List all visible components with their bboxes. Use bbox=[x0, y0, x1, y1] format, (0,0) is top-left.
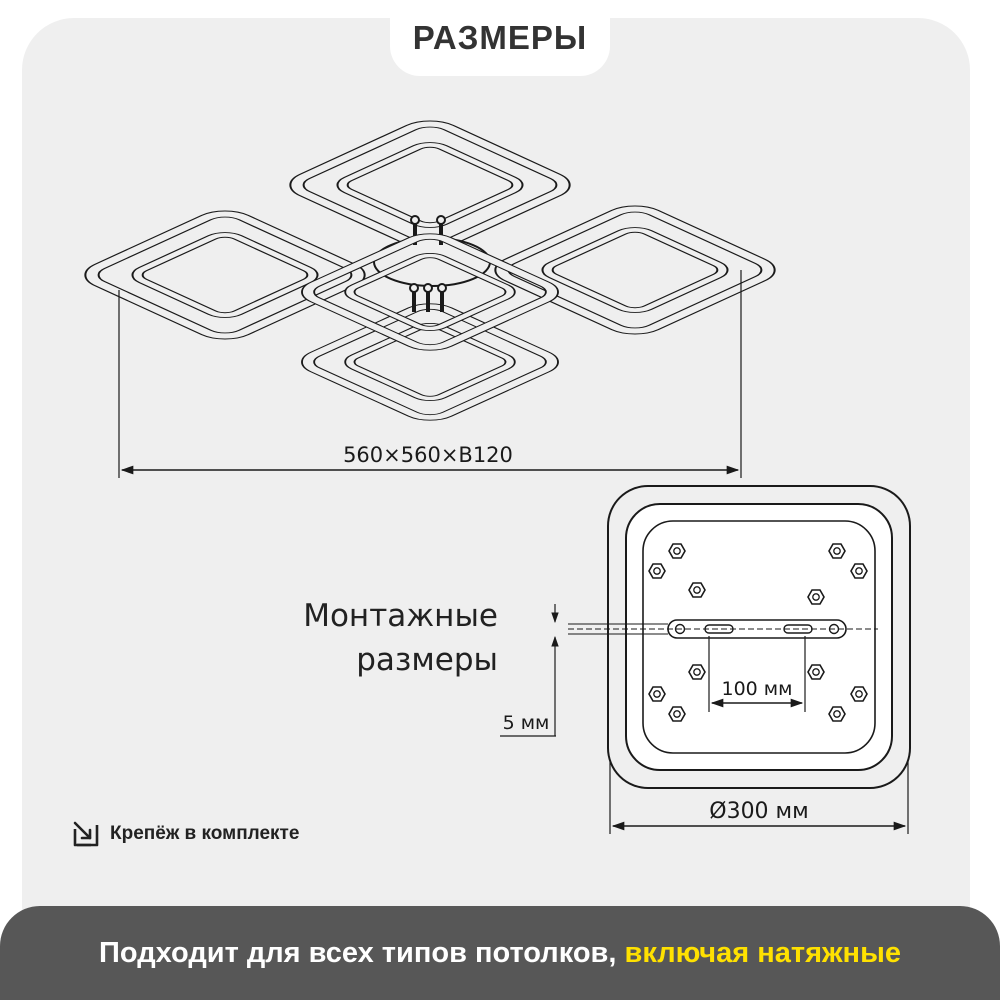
mount-dimensions-label: Монтажные размеры bbox=[260, 594, 498, 682]
footer-banner: Подходит для всех типов потолков, включа… bbox=[0, 906, 1000, 1000]
header-tab: РАЗМЕРЫ bbox=[390, 0, 610, 76]
base-diameter-dimension: Ø300 мм bbox=[609, 760, 909, 834]
overall-dimension-label: 560×560×В120 bbox=[343, 443, 513, 467]
chandelier-center-pins bbox=[409, 283, 447, 312]
base-diameter-label: Ø300 мм bbox=[709, 799, 809, 824]
footer-text-main: Подходит для всех типов потолков, bbox=[99, 936, 617, 969]
footer-text-highlight: включая натяжные bbox=[624, 936, 901, 969]
mount-label-line1: Монтажные bbox=[303, 598, 498, 634]
mount-spacing-label: 100 мм bbox=[722, 678, 793, 700]
mount-spacing-dimension: 100 мм bbox=[708, 636, 806, 712]
mount-offset-dimension: 5 мм bbox=[500, 604, 559, 737]
kit-note-text: Крепёж в комплекте bbox=[110, 823, 300, 844]
mount-label-line2: размеры bbox=[356, 642, 498, 678]
overall-dimension: 560×560×В120 bbox=[118, 270, 742, 478]
chandelier-frame-right bbox=[491, 204, 779, 336]
mount-offset-label: 5 мм bbox=[503, 712, 550, 734]
kit-note: Крепёж в комплекте bbox=[72, 820, 299, 848]
page-title: РАЗМЕРЫ bbox=[412, 19, 588, 56]
chandelier-frame-front bbox=[298, 302, 562, 422]
arrow-into-box-icon bbox=[73, 821, 99, 847]
mounting-base bbox=[568, 485, 911, 789]
chandelier-drawing bbox=[81, 119, 779, 422]
footer-text: Подходит для всех типов потолков, включа… bbox=[99, 937, 901, 970]
chandelier-frame-back bbox=[286, 119, 574, 251]
